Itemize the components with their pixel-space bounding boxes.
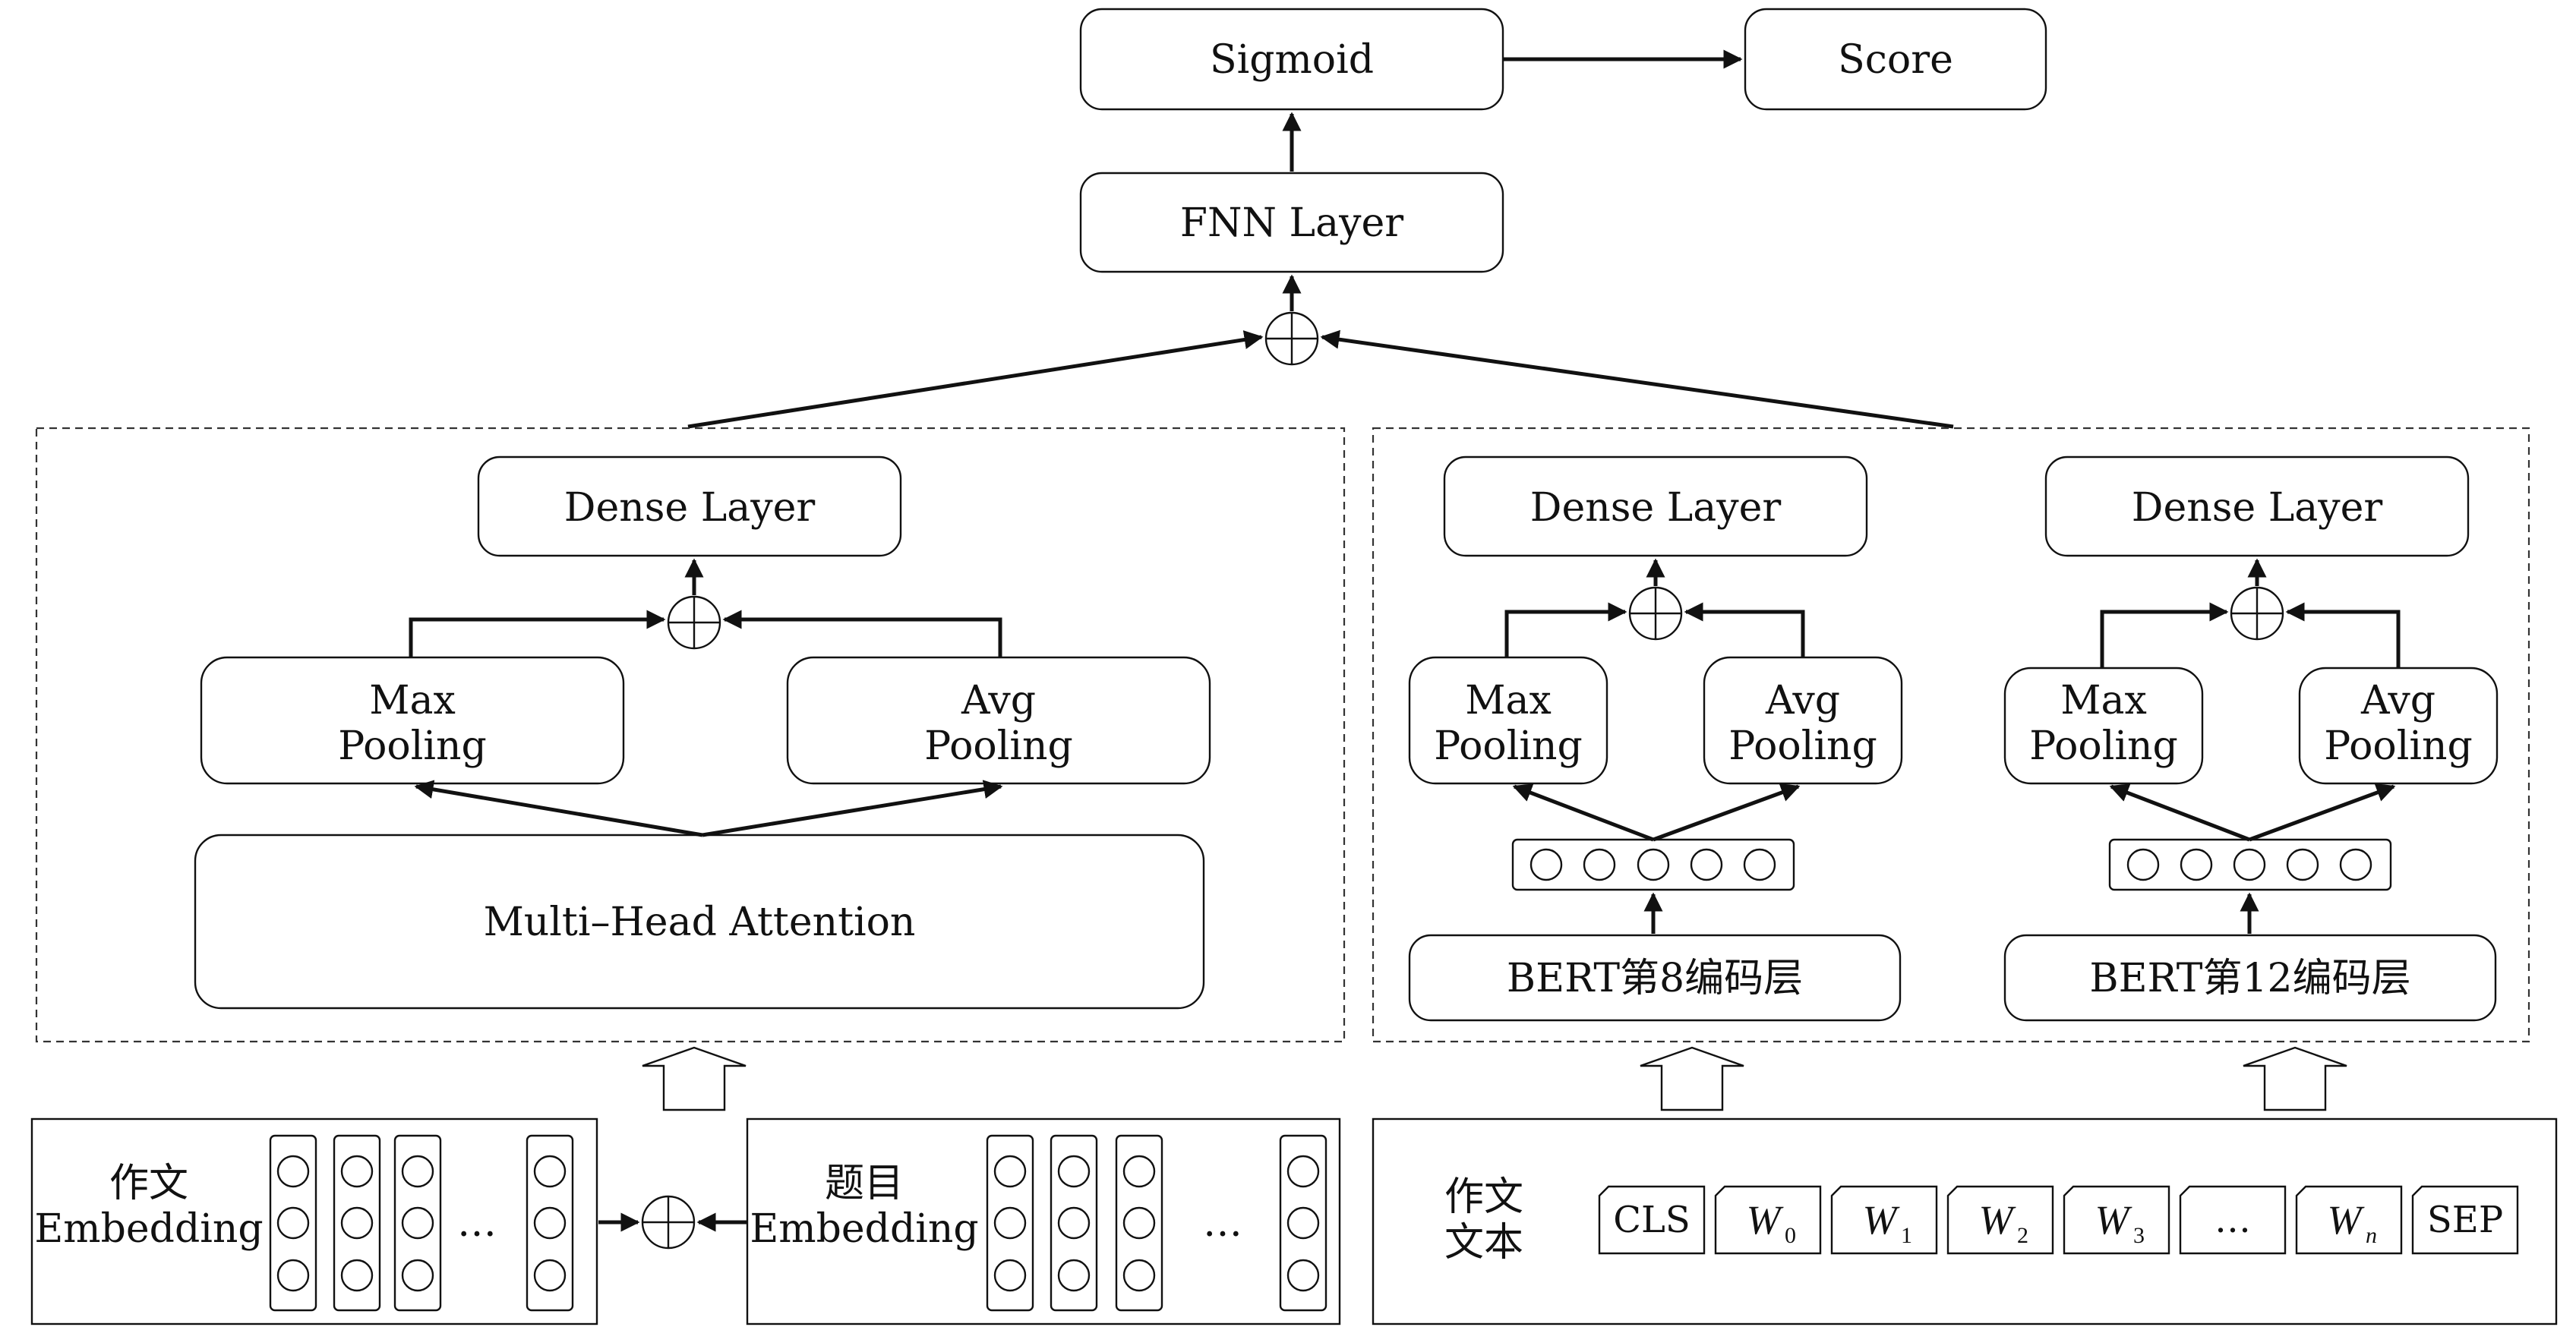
bert12-max-to-concat-arrow <box>2100 602 2229 668</box>
topic-embedding-vector-1 <box>986 1134 1034 1312</box>
embedding-to-attention-hollow-arrow <box>642 1046 747 1111</box>
bert8-encoder-layer-box <box>1408 934 1902 1022</box>
bert8-vector <box>1511 838 1795 891</box>
token-4-subscript: 3 <box>2133 1223 2145 1248</box>
token-0: CLS <box>1598 1185 1706 1255</box>
left-concat-icon <box>667 595 721 650</box>
topic-embedding-box <box>746 1117 1341 1325</box>
token-2-symbol: W <box>1863 1197 1901 1243</box>
bert8-vector-to-max-arrow <box>1512 783 1654 842</box>
token-5-label: … <box>2215 1199 2251 1241</box>
fnn-layer-box <box>1079 172 1504 273</box>
bert12-dense-layer-box <box>2044 455 2470 557</box>
text-to-bert12-hollow-arrow <box>2243 1046 2347 1111</box>
token-0-label: CLS <box>1613 1199 1690 1241</box>
topic-embedding-vector-2 <box>1050 1134 1098 1312</box>
left-avg-to-concat-arrow <box>722 610 1002 657</box>
bert12-dense-layer-label: Dense Layer <box>2132 485 2383 531</box>
right-panel-to-concat-arrow <box>1320 329 1954 429</box>
topic-embedding-label: Embedding <box>750 1206 978 1252</box>
essay-embedding-title: 作文 <box>109 1161 188 1206</box>
left-avg-pooling-line2: Pooling <box>924 723 1073 769</box>
essay-text-title-line2: 文本 <box>1444 1220 1523 1266</box>
topic-embedding-ellipsis: … <box>1203 1200 1242 1246</box>
bert12-avg-to-concat-arrow <box>2285 602 2401 668</box>
attention-branch-panel <box>35 427 1346 1043</box>
sigmoid-label: Sigmoid <box>1210 37 1374 83</box>
bert8-avg-pooling-line2: Pooling <box>1728 723 1877 769</box>
bert8-vector-to-avg-arrow <box>1653 783 1801 842</box>
token-5: … <box>2179 1185 2287 1255</box>
bert12-encoder-layer-label: BERT第12编码层 <box>2089 956 2410 1001</box>
token-1-symbol: W <box>1747 1197 1785 1243</box>
bert12-max-pooling-line2: Pooling <box>2029 723 2178 769</box>
bert8-max-to-concat-arrow <box>1504 602 1627 657</box>
bert8-avg-pooling-line1: Avg <box>1765 678 1840 723</box>
essay-embedding-vector-1 <box>269 1134 317 1312</box>
token-2-subscript: 1 <box>1901 1223 1912 1248</box>
left-dense-layer-box <box>477 455 902 557</box>
token-6-symbol: W <box>2328 1197 2366 1243</box>
token-3-symbol: W <box>1979 1197 2017 1243</box>
top-concat-icon <box>1264 311 1319 366</box>
bert12-max-pooling-line1: Max <box>2060 678 2147 723</box>
topic-embedding-vector-n <box>1279 1134 1327 1312</box>
bert12-vector-to-avg-arrow <box>2249 783 2396 842</box>
embedding-concat-icon <box>641 1195 696 1250</box>
bert12-concat-icon <box>2230 586 2284 641</box>
left-avg-pooling-line1: Avg <box>961 678 1036 723</box>
essay-embedding-vector-2 <box>333 1134 381 1312</box>
bert12-avg-pooling-line1: Avg <box>2360 678 2436 723</box>
left-max-to-concat-arrow <box>409 610 666 657</box>
token-7: SEP <box>2411 1185 2519 1255</box>
essay-embedding-ellipsis: … <box>457 1200 497 1246</box>
left-max-pooling-line2: Pooling <box>338 723 487 769</box>
left-dense-layer-label: Dense Layer <box>564 485 816 531</box>
bert8-dense-layer-box <box>1443 455 1868 557</box>
token-6-subscript: n <box>2366 1223 2377 1248</box>
bert12-avg-pooling-line2: Pooling <box>2324 723 2473 769</box>
bert8-max-pooling-line1: Max <box>1465 678 1552 723</box>
bert12-vector-to-max-arrow <box>2109 783 2250 842</box>
topic-embedding-title: 题目 <box>825 1161 904 1206</box>
text-to-bert8-hollow-arrow <box>1640 1046 1744 1111</box>
multi-head-attention-label: Multi–Head Attention <box>484 900 916 945</box>
attention-to-max-arrow <box>414 780 703 837</box>
left-panel-to-concat-arrow <box>687 330 1264 429</box>
bert8-avg-to-concat-arrow <box>1684 602 1805 657</box>
essay-embedding-vector-n <box>526 1134 574 1312</box>
topic-embedding-vector-3 <box>1115 1134 1163 1312</box>
attention-to-avg-arrow <box>702 780 1003 837</box>
left-max-pooling-line1: Max <box>369 678 456 723</box>
essay-embedding-label: Embedding <box>34 1206 263 1252</box>
bert8-encoder-layer-label: BERT第8编码层 <box>1507 956 1803 1001</box>
fnn-layer-label: FNN Layer <box>1180 200 1403 246</box>
sigmoid-box <box>1079 8 1504 111</box>
bert-branch-panel <box>1372 427 2530 1043</box>
token-7-label: SEP <box>2427 1199 2503 1241</box>
score-label: Score <box>1838 37 1953 83</box>
bert8-max-pooling-line2: Pooling <box>1434 723 1583 769</box>
essay-embedding-vector-3 <box>393 1134 442 1312</box>
bert12-encoder-layer-box <box>2003 934 2497 1022</box>
bert8-concat-icon <box>1628 586 1683 641</box>
token-3-subscript: 2 <box>2017 1223 2028 1248</box>
bert8-dense-layer-label: Dense Layer <box>1530 485 1782 531</box>
token-4-symbol: W <box>2095 1197 2133 1243</box>
essay-text-title-line1: 作文 <box>1444 1174 1523 1220</box>
token-1-subscript: 0 <box>1785 1223 1796 1248</box>
score-box <box>1744 8 2047 111</box>
bert12-vector <box>2108 838 2392 891</box>
